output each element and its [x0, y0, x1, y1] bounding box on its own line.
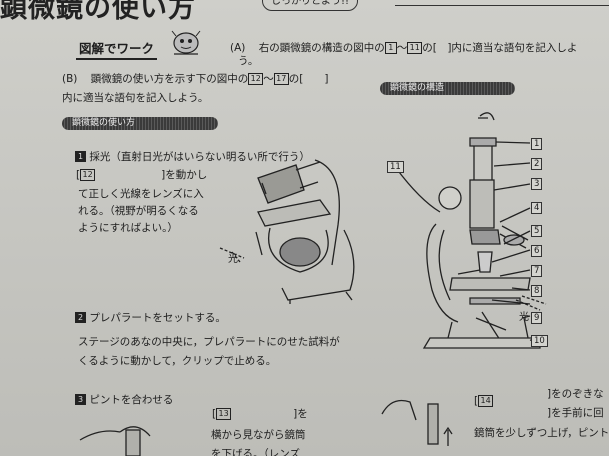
- top-rule: [395, 5, 609, 6]
- step1-title-text: 採光（直射日光がはいらない明るい所で行う）: [89, 151, 310, 163]
- step3-answer-after: ]を: [293, 408, 308, 420]
- section-a-from: 1: [384, 42, 397, 54]
- step3-title: 3 ピントを合わせる: [75, 392, 173, 407]
- diagram-label-5: 5: [531, 225, 543, 237]
- usage-header-bar: 顕微鏡の使い方: [62, 117, 218, 130]
- right-bottom-text3: 鏡筒を少しずつ上げ，ピント: [474, 427, 609, 439]
- step3-title-text: ピントを合わせる: [89, 394, 174, 406]
- section-b-text2: の[ ]: [288, 73, 329, 85]
- step3-answer-number: 13: [216, 408, 232, 420]
- section-b-from: 12: [248, 73, 264, 85]
- right-bottom-answer: [14: [474, 395, 494, 407]
- diagram-label-1: 1: [531, 138, 543, 150]
- step1-line: れる。（視野が明るくなる: [78, 205, 199, 217]
- diagram-label-2: 2: [531, 158, 543, 170]
- step3-number: 3: [75, 394, 86, 405]
- section-b-text1: 顕微鏡の使い方を示す下の図中の: [90, 73, 249, 85]
- right-bottom-text2: ]を手前に回: [547, 407, 604, 419]
- section-a-to: 11: [407, 42, 423, 54]
- work-badge: 図解でワーク: [76, 38, 158, 60]
- step2-line: ステージのあなの中央に，プレパラートにのせた試料が: [78, 336, 340, 348]
- section-b-tilde: 〜: [263, 73, 274, 85]
- light-label-right: 光: [519, 310, 529, 323]
- section-a-line2: う。: [238, 55, 259, 67]
- right-bottom-number: 14: [478, 395, 494, 407]
- step1-line: て正しく光線をレンズに入: [78, 188, 204, 200]
- diagram-label-6: 6: [531, 245, 543, 257]
- step2-title-text: プレパラートをセットする。: [89, 312, 226, 324]
- structure-header-bar: 顕微鏡の構造: [380, 82, 515, 95]
- step1-line: ようにすればよい。）: [78, 222, 178, 234]
- structure-header-label: 顕微鏡の構造: [390, 83, 445, 93]
- step3-answer-line: [13]を: [212, 408, 308, 420]
- section-b-to: 17: [273, 73, 289, 85]
- diagram-label-10: 10: [531, 335, 548, 347]
- mascot-icon: [171, 30, 201, 55]
- step2-line: くるように動かして，クリップで止める。: [78, 355, 277, 367]
- step2-number: 2: [75, 312, 86, 323]
- step3-line: 横から見ながら鏡筒: [211, 429, 306, 441]
- right-bottom-text1: ]をのぞきな: [547, 388, 604, 400]
- diagram-label-7: 7: [531, 265, 543, 277]
- step1-title: 1 採光（直射日光がはいらない明るい所で行う）: [75, 149, 310, 164]
- step1-answer-after: ]を動かし: [161, 169, 208, 181]
- step1-body: て正しく光線をレンズに入 れる。（視野が明るくなる ようにすればよい。）: [78, 186, 204, 237]
- light-label-left: 光: [228, 252, 238, 265]
- work-badge-label: 図解でワーク: [79, 41, 155, 56]
- step2-body: ステージのあなの中央に，プレパラートにのせた試料が くるように動かして，クリップ…: [78, 333, 340, 371]
- diagram-label-8: 8: [531, 285, 543, 297]
- diagram-label-9: 9: [531, 312, 543, 324]
- page-title: 顕微鏡の使い方: [0, 0, 196, 24]
- diagram-label-11: 11: [387, 161, 404, 173]
- section-a-text2: の[ ]内に適当な語句を記入しよ: [422, 42, 578, 54]
- section-b-line2: 内に適当な語句を記入しよう。: [62, 92, 209, 104]
- step1-answer-line: [12]を動かし: [76, 169, 208, 181]
- step1-answer-number: 12: [80, 169, 96, 181]
- usage-header-label: 顕微鏡の使い方: [72, 118, 136, 128]
- diagram-label-4: 4: [531, 202, 543, 214]
- diagram-label-3: 3: [531, 178, 543, 190]
- step1-number: 1: [75, 151, 86, 162]
- section-a-text1: 右の顕微鏡の構造の図中の: [258, 42, 385, 54]
- section-b-marker: (B): [62, 73, 78, 85]
- section-a-tilde: 〜: [396, 42, 408, 54]
- step3-body: 横から見ながら鏡筒 を下げる。（レンズ: [211, 426, 306, 456]
- step3-line: を下げる。（レンズ: [211, 448, 301, 456]
- section-a-marker: (A): [230, 42, 246, 54]
- step2-title: 2 プレパラートをセットする。: [75, 310, 226, 325]
